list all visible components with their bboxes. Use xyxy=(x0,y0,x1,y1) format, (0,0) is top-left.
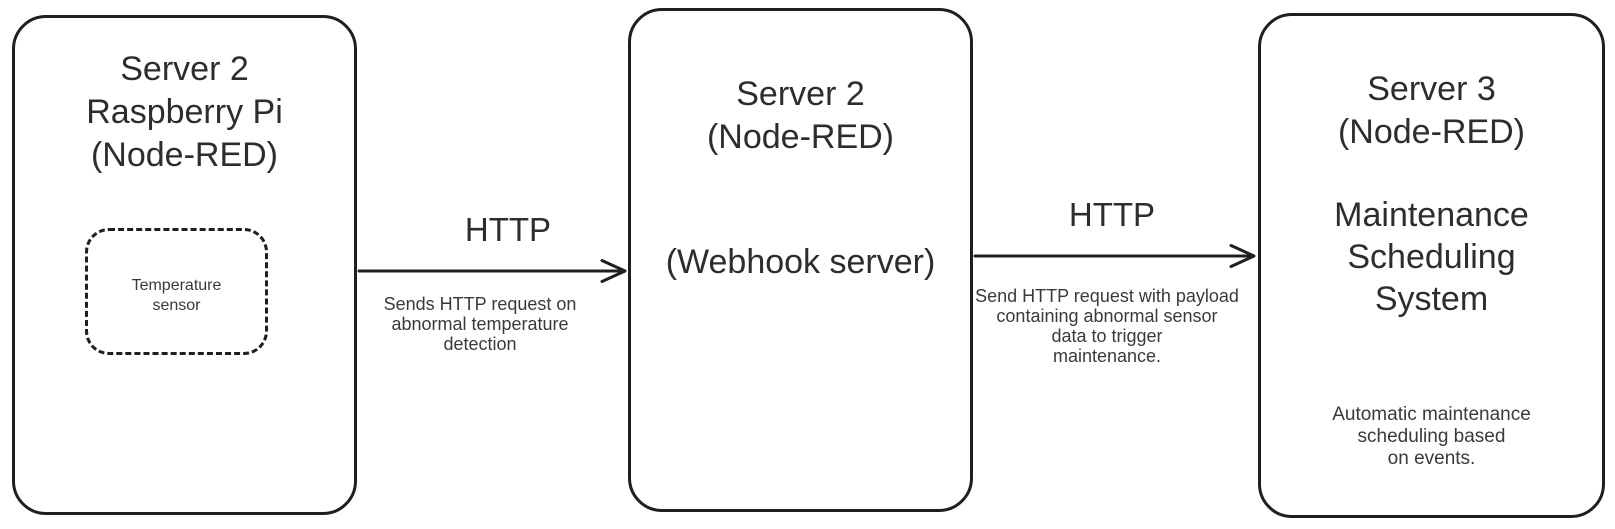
http-arrow-1 xyxy=(357,259,627,283)
sensor-label-line: Temperature xyxy=(131,277,222,294)
node-server2-raspberry-pi: Server 2 Raspberry Pi (Node-RED) Tempera… xyxy=(12,15,357,515)
node-title: Server 2 Raspberry Pi (Node-RED) xyxy=(15,48,354,177)
caption-line: data to trigger xyxy=(1051,326,1163,346)
caption-line: containing abnormal sensor xyxy=(996,306,1218,326)
node-server2-webhook: Server 2 (Node-RED) (Webhook server) xyxy=(628,8,973,512)
note-line: scheduling based xyxy=(1357,426,1506,447)
webhook-server-label: (Webhook server) xyxy=(665,243,936,281)
http-arrow-2 xyxy=(973,244,1256,268)
caption-line: Send HTTP request with payload xyxy=(975,286,1239,306)
caption-line: Sends HTTP request on xyxy=(383,294,577,314)
http-label-1: HTTP xyxy=(464,211,552,248)
title-line: Server 2 xyxy=(120,50,249,88)
note-line: on events. xyxy=(1387,448,1476,469)
caption-line: abnormal temperature xyxy=(391,314,569,334)
system-line: Scheduling xyxy=(1347,238,1516,276)
title-line: (Node-RED) xyxy=(1337,113,1526,151)
title-line: Server 2 xyxy=(736,75,865,113)
temperature-sensor-box: Temperature sensor xyxy=(85,228,268,355)
title-line: (Node-RED) xyxy=(90,136,279,174)
http-caption-2: Send HTTP request with payload containin… xyxy=(975,286,1239,366)
caption-line: detection xyxy=(443,334,517,354)
node-title: Server 3 (Node-RED) xyxy=(1261,68,1602,154)
sensor-label-line: sensor xyxy=(152,297,201,314)
http-label-2: HTTP xyxy=(1068,196,1156,233)
system-line: Maintenance xyxy=(1334,196,1529,234)
maintenance-note: Automatic maintenance scheduling based o… xyxy=(1261,404,1602,470)
node-server3-maintenance: Server 3 (Node-RED) Maintenance Scheduli… xyxy=(1258,13,1605,518)
http-caption-1: Sends HTTP request on abnormal temperatu… xyxy=(384,294,577,354)
maintenance-system-label: Maintenance Scheduling System xyxy=(1261,194,1602,320)
title-line: Server 3 xyxy=(1367,70,1496,108)
node-title: Server 2 (Node-RED) xyxy=(631,73,970,159)
title-line: (Node-RED) xyxy=(706,118,895,156)
note-line: Automatic maintenance xyxy=(1332,404,1531,425)
title-line: Raspberry Pi xyxy=(86,93,283,131)
temperature-sensor-label: Temperature sensor xyxy=(88,276,265,316)
system-line: System xyxy=(1374,280,1489,318)
caption-line: maintenance. xyxy=(1052,346,1162,366)
